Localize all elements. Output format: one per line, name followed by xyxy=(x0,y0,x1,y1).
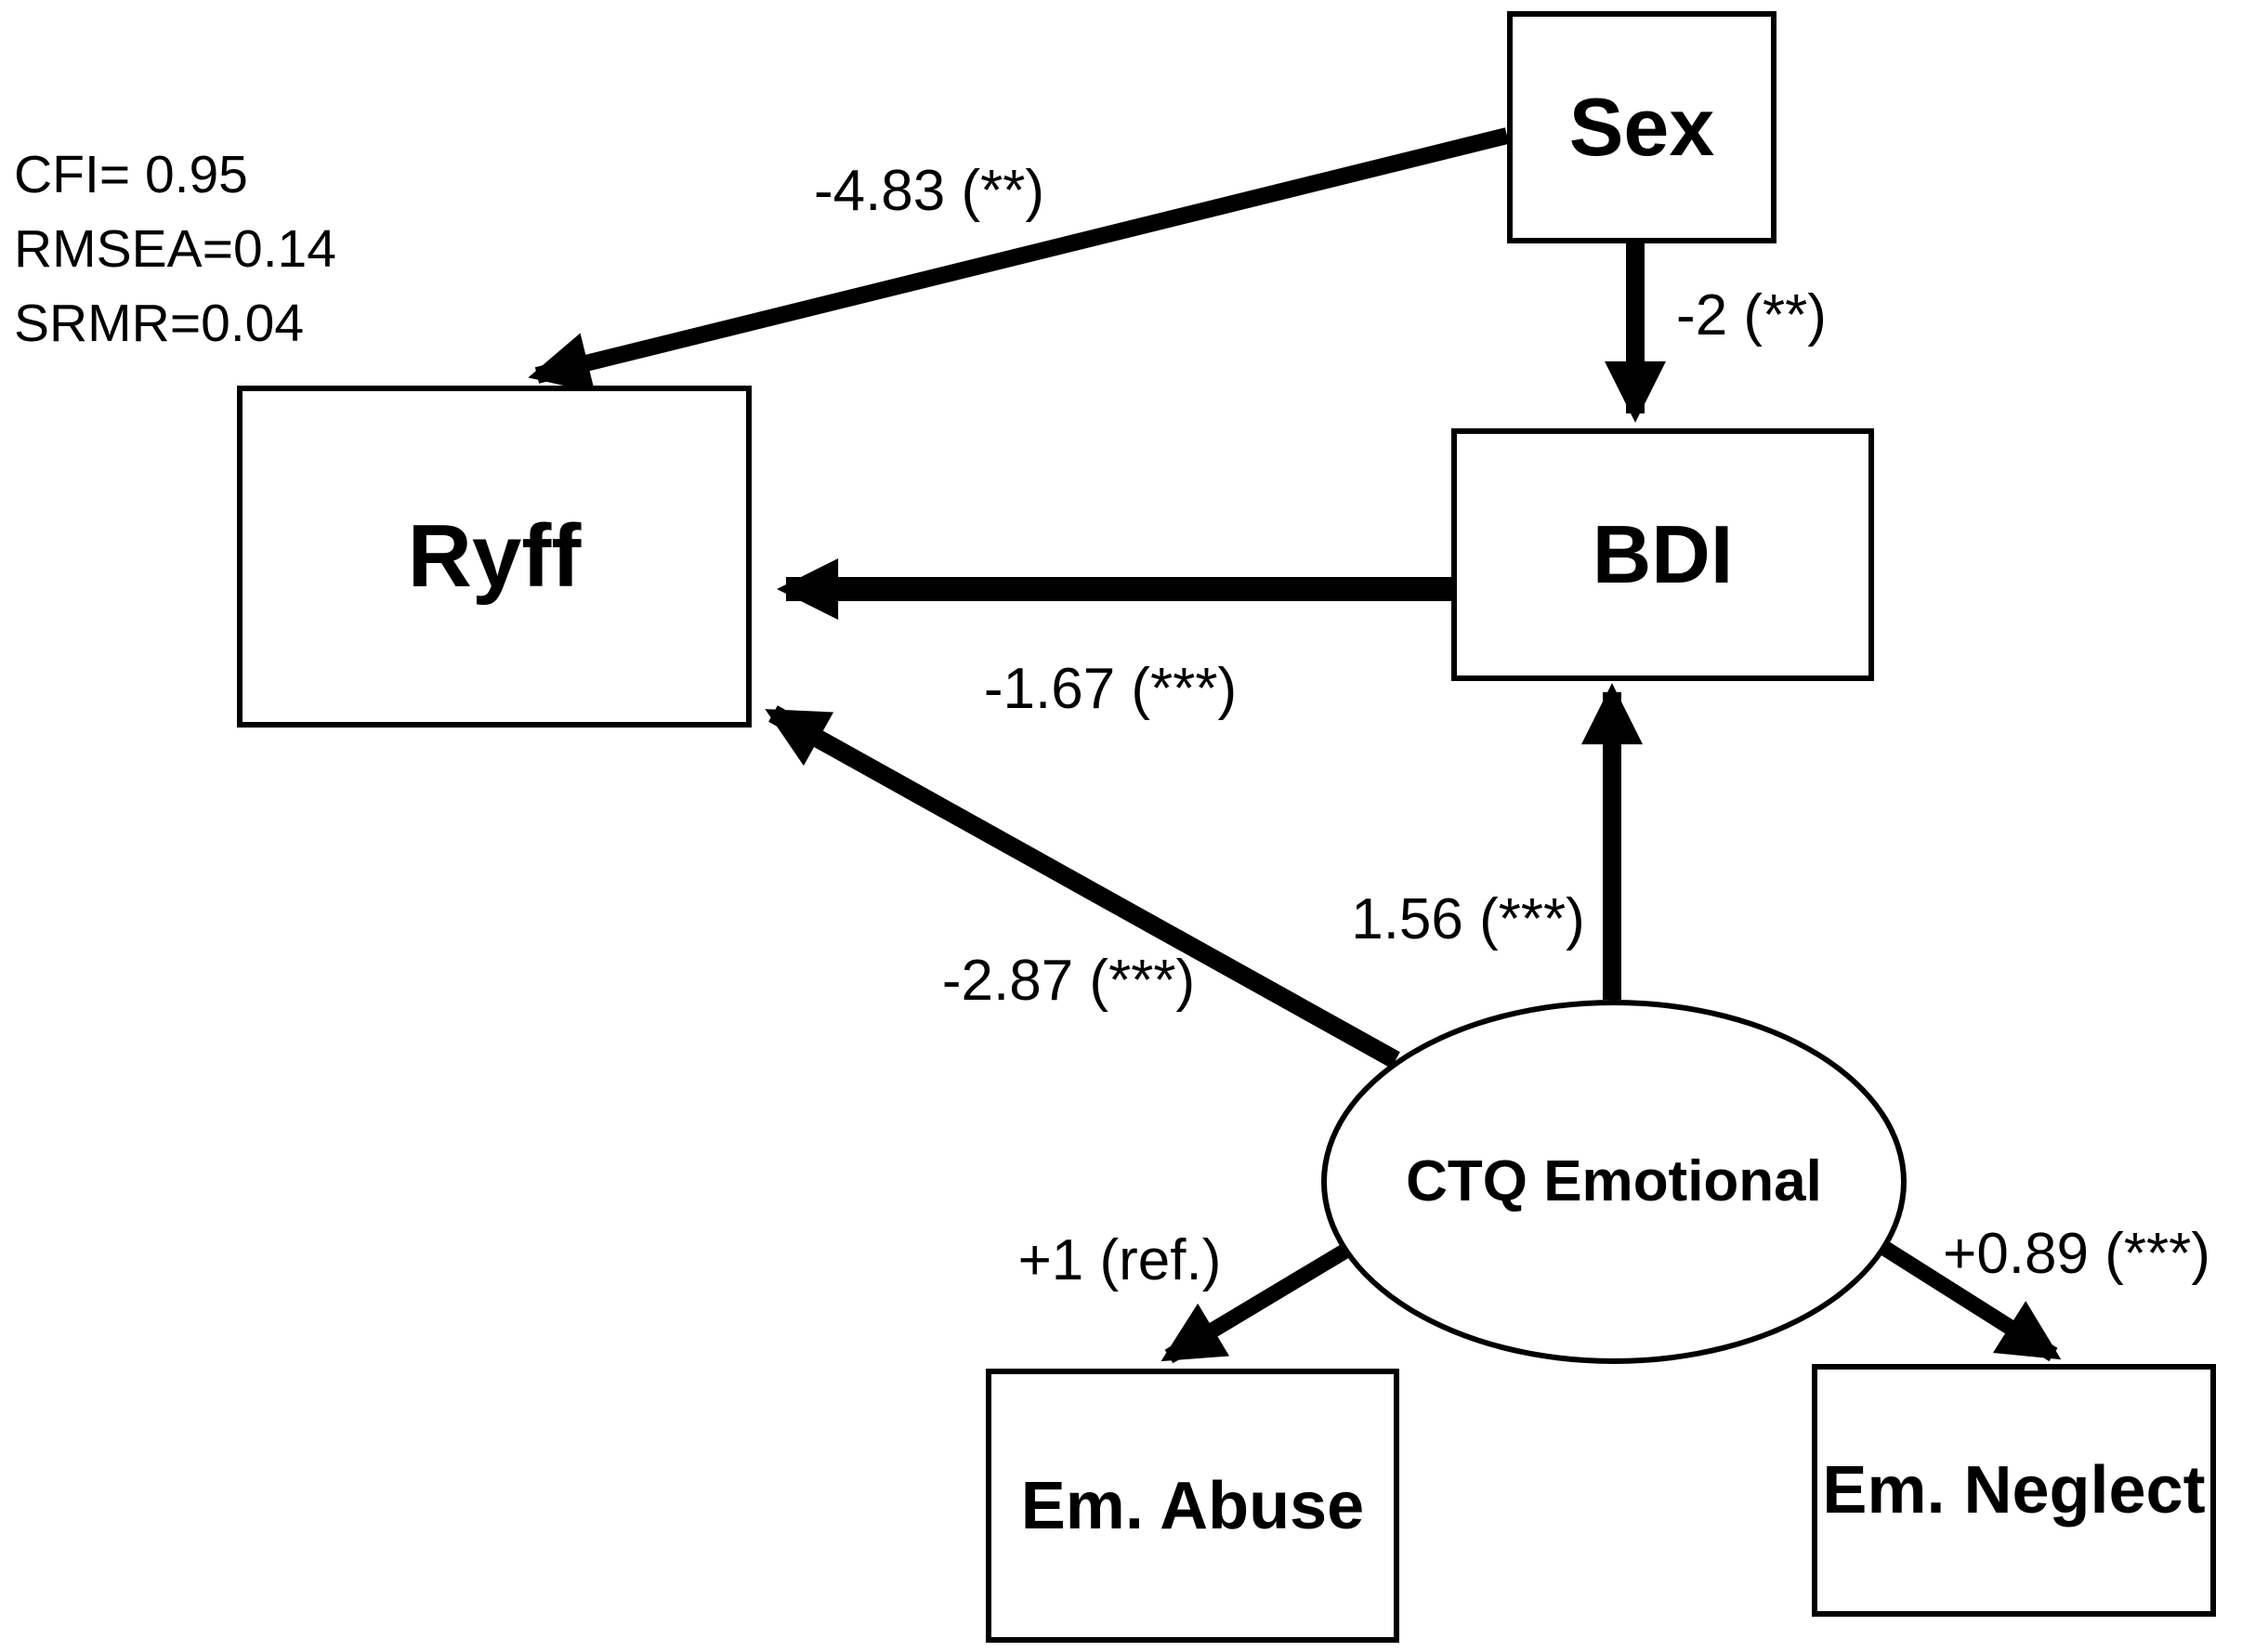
edge-sex-to-ryff-arrow xyxy=(528,127,1510,393)
edge-label-ctq-ryff: -2.87 (***) xyxy=(941,949,1196,1013)
fit-srmr: SRMR=0.04 xyxy=(14,294,305,353)
edge-label-sex-bdi: -2 (**) xyxy=(1676,283,1827,347)
node-ryff-label: Ryff xyxy=(407,506,582,606)
node-ctq-emotional: CTQ Emotional xyxy=(1321,1000,1907,1364)
node-ctq-emotional-label: CTQ Emotional xyxy=(1406,1149,1822,1213)
node-bdi: BDI xyxy=(1451,428,1874,681)
fit-cfi: CFI= 0.95 xyxy=(14,145,248,204)
fit-statistics: CFI= 0.95 RMSEA=0.14 SRMR=0.04 xyxy=(14,138,336,361)
node-sex-label: Sex xyxy=(1568,81,1715,173)
edge-ctq-to-em-neglect-arrow xyxy=(1872,1236,2062,1362)
node-em-abuse-label: Em. Abuse xyxy=(1020,1468,1365,1543)
node-bdi-label: BDI xyxy=(1592,508,1734,600)
edge-label-bdi-ryff: -1.67 (***) xyxy=(983,657,1238,721)
edge-ctq-to-ryff-arrow xyxy=(765,705,1400,1069)
edge-label-sex-ryff: -4.83 (**) xyxy=(813,159,1045,223)
edge-ctq-to-em-abuse-arrow xyxy=(1160,1242,1352,1364)
edge-label-ctq-bdi: 1.56 (***) xyxy=(1351,887,1585,951)
edge-label-ctq-em-neglect: +0.89 (***) xyxy=(1943,1222,2210,1286)
edge-label-ctq-em-abuse: +1 (ref.) xyxy=(1017,1228,1222,1292)
node-em-abuse: Em. Abuse xyxy=(986,1369,1399,1643)
fit-rmsea: RMSEA=0.14 xyxy=(14,219,336,279)
node-em-neglect-label: Em. Neglect xyxy=(1822,1453,2206,1527)
node-em-neglect: Em. Neglect xyxy=(1812,1364,2216,1617)
node-sex: Sex xyxy=(1507,11,1776,243)
node-ryff: Ryff xyxy=(237,386,752,728)
